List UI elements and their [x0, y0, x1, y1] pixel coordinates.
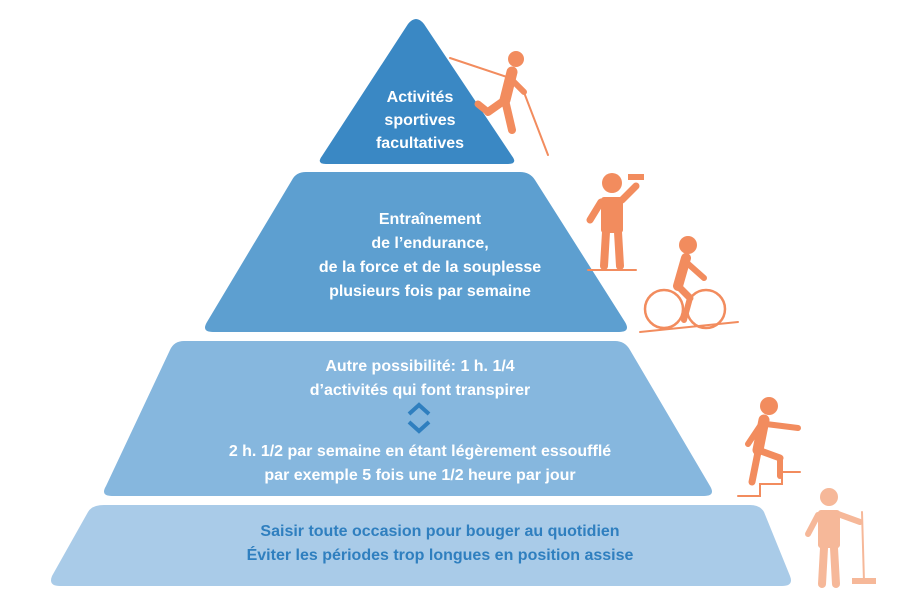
text-line: Activités — [386, 89, 454, 106]
text-line: par exemple 5 fois une 1/2 heure par jou… — [264, 467, 576, 484]
level-top-text: Activités sportives facultatives — [330, 86, 510, 155]
pyramid-level-top — [319, 19, 515, 164]
hiker-icon — [449, 51, 549, 156]
text-line: Entraînement — [378, 211, 482, 228]
double-chevron-icon — [407, 402, 431, 434]
pyramid-level-third — [104, 341, 712, 496]
text-line: facultatives — [375, 135, 465, 152]
pyramid-level-base — [51, 505, 791, 586]
text-line: Autre possibilité: 1 h. 1/4 — [325, 358, 515, 375]
text-line: Éviter les périodes trop longues en posi… — [246, 547, 634, 564]
text-line: de l’endurance, — [371, 235, 489, 252]
text-line: d’activités qui font transpirer — [309, 382, 531, 399]
pyramid-level-second — [205, 172, 627, 332]
text-line: de la force et de la souplesse — [318, 259, 542, 276]
level-base-text: Saisir toute occasion pour bouger au quo… — [90, 520, 790, 568]
text-line: sportives — [384, 112, 456, 129]
dumbbell-lifter-icon — [586, 173, 644, 271]
cyclist-icon — [639, 236, 739, 333]
text-line: Saisir toute occasion pour bouger au quo… — [260, 523, 620, 540]
text-line: 2 h. 1/2 par semaine en étant légèrement… — [228, 443, 612, 460]
sweeping-person-icon — [805, 488, 876, 588]
text-line: plusieurs fois par semaine — [329, 283, 531, 300]
level-third-upper-text: Autre possibilité: 1 h. 1/4 d’activités … — [160, 355, 680, 403]
level-second-text: Entraînement de l’endurance, de la force… — [220, 208, 640, 304]
stair-climber-icon — [737, 397, 801, 497]
level-third-lower-text: 2 h. 1/2 par semaine en étant légèrement… — [120, 440, 720, 488]
